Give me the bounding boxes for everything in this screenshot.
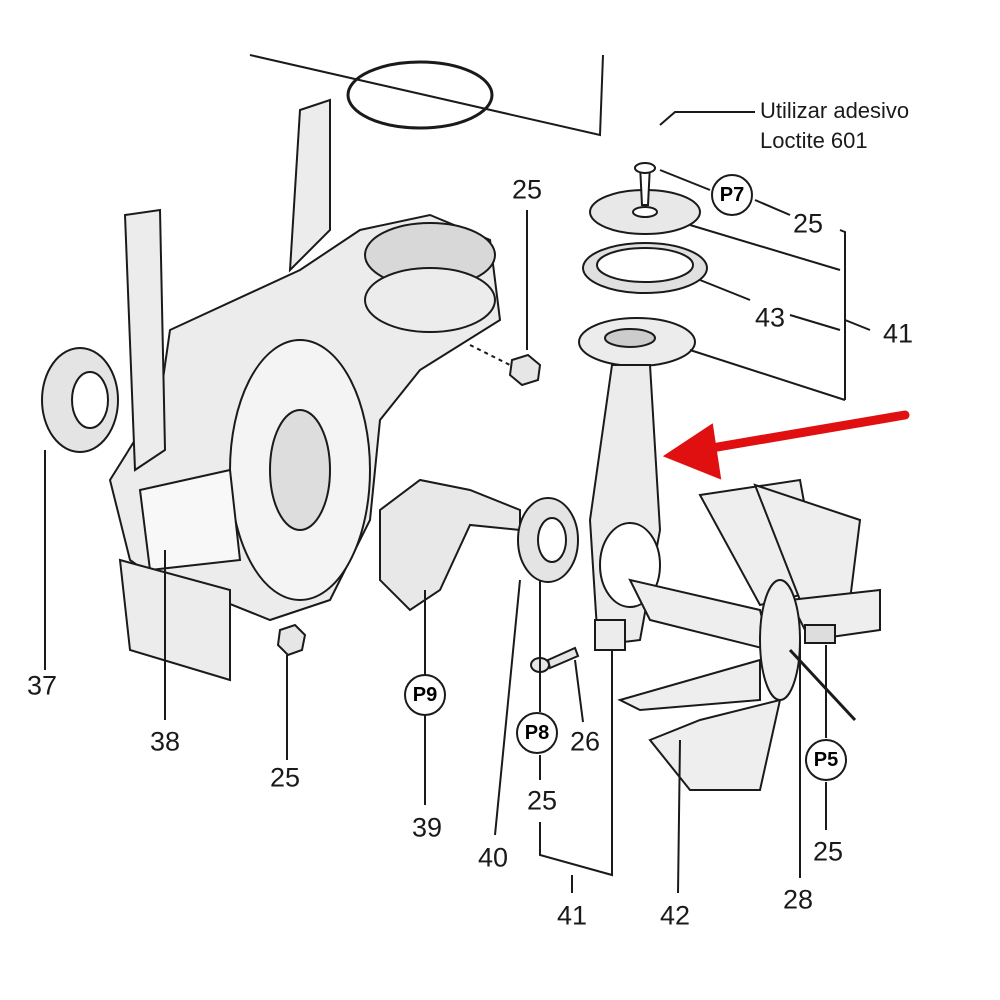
- label-37: 37: [26, 670, 58, 701]
- red-arrow: [662, 410, 910, 480]
- label-39: 39: [411, 812, 443, 843]
- label-41-bottom: 41: [556, 900, 588, 931]
- badge-p5: P5: [805, 739, 847, 781]
- bearing-left: [41, 347, 119, 453]
- leader-40: [494, 579, 521, 836]
- label-25-top-right: 25: [792, 208, 824, 239]
- label-26: 26: [569, 726, 601, 757]
- label-41-right: 41: [882, 318, 914, 349]
- leader-loctite: [659, 111, 755, 126]
- bolt-25: [276, 623, 307, 657]
- o-ring: [346, 60, 494, 130]
- label-40: 40: [477, 842, 509, 873]
- badge-p9: P9: [404, 674, 446, 716]
- screw-26: [530, 646, 580, 673]
- badge-p7: P7: [711, 174, 753, 216]
- piston-seal-43: [582, 242, 708, 294]
- nut: [508, 353, 542, 387]
- label-42: 42: [659, 900, 691, 931]
- piston-cap: [589, 162, 701, 235]
- leader-42: [677, 739, 681, 894]
- label-25-bottom-left: 25: [269, 762, 301, 793]
- housing-outline-line: [249, 54, 604, 137]
- label-28: 28: [782, 884, 814, 915]
- label-25-p5: 25: [812, 836, 844, 867]
- loctite-annotation: Utilizar adesivo Loctite 601: [760, 96, 909, 156]
- annotation-line2: Loctite 601: [760, 128, 868, 153]
- badge-p8: P8: [516, 712, 558, 754]
- label-25-p8: 25: [526, 785, 558, 816]
- crankshaft: [379, 478, 521, 612]
- bearing-40: [517, 497, 579, 583]
- fan-42: [617, 478, 881, 791]
- label-38: 38: [149, 726, 181, 757]
- label-25-nut: 25: [511, 174, 543, 205]
- connecting-rod: [578, 317, 696, 651]
- label-43: 43: [754, 302, 786, 333]
- crankcase-housing: [108, 98, 502, 682]
- annotation-line1: Utilizar adesivo: [760, 98, 910, 123]
